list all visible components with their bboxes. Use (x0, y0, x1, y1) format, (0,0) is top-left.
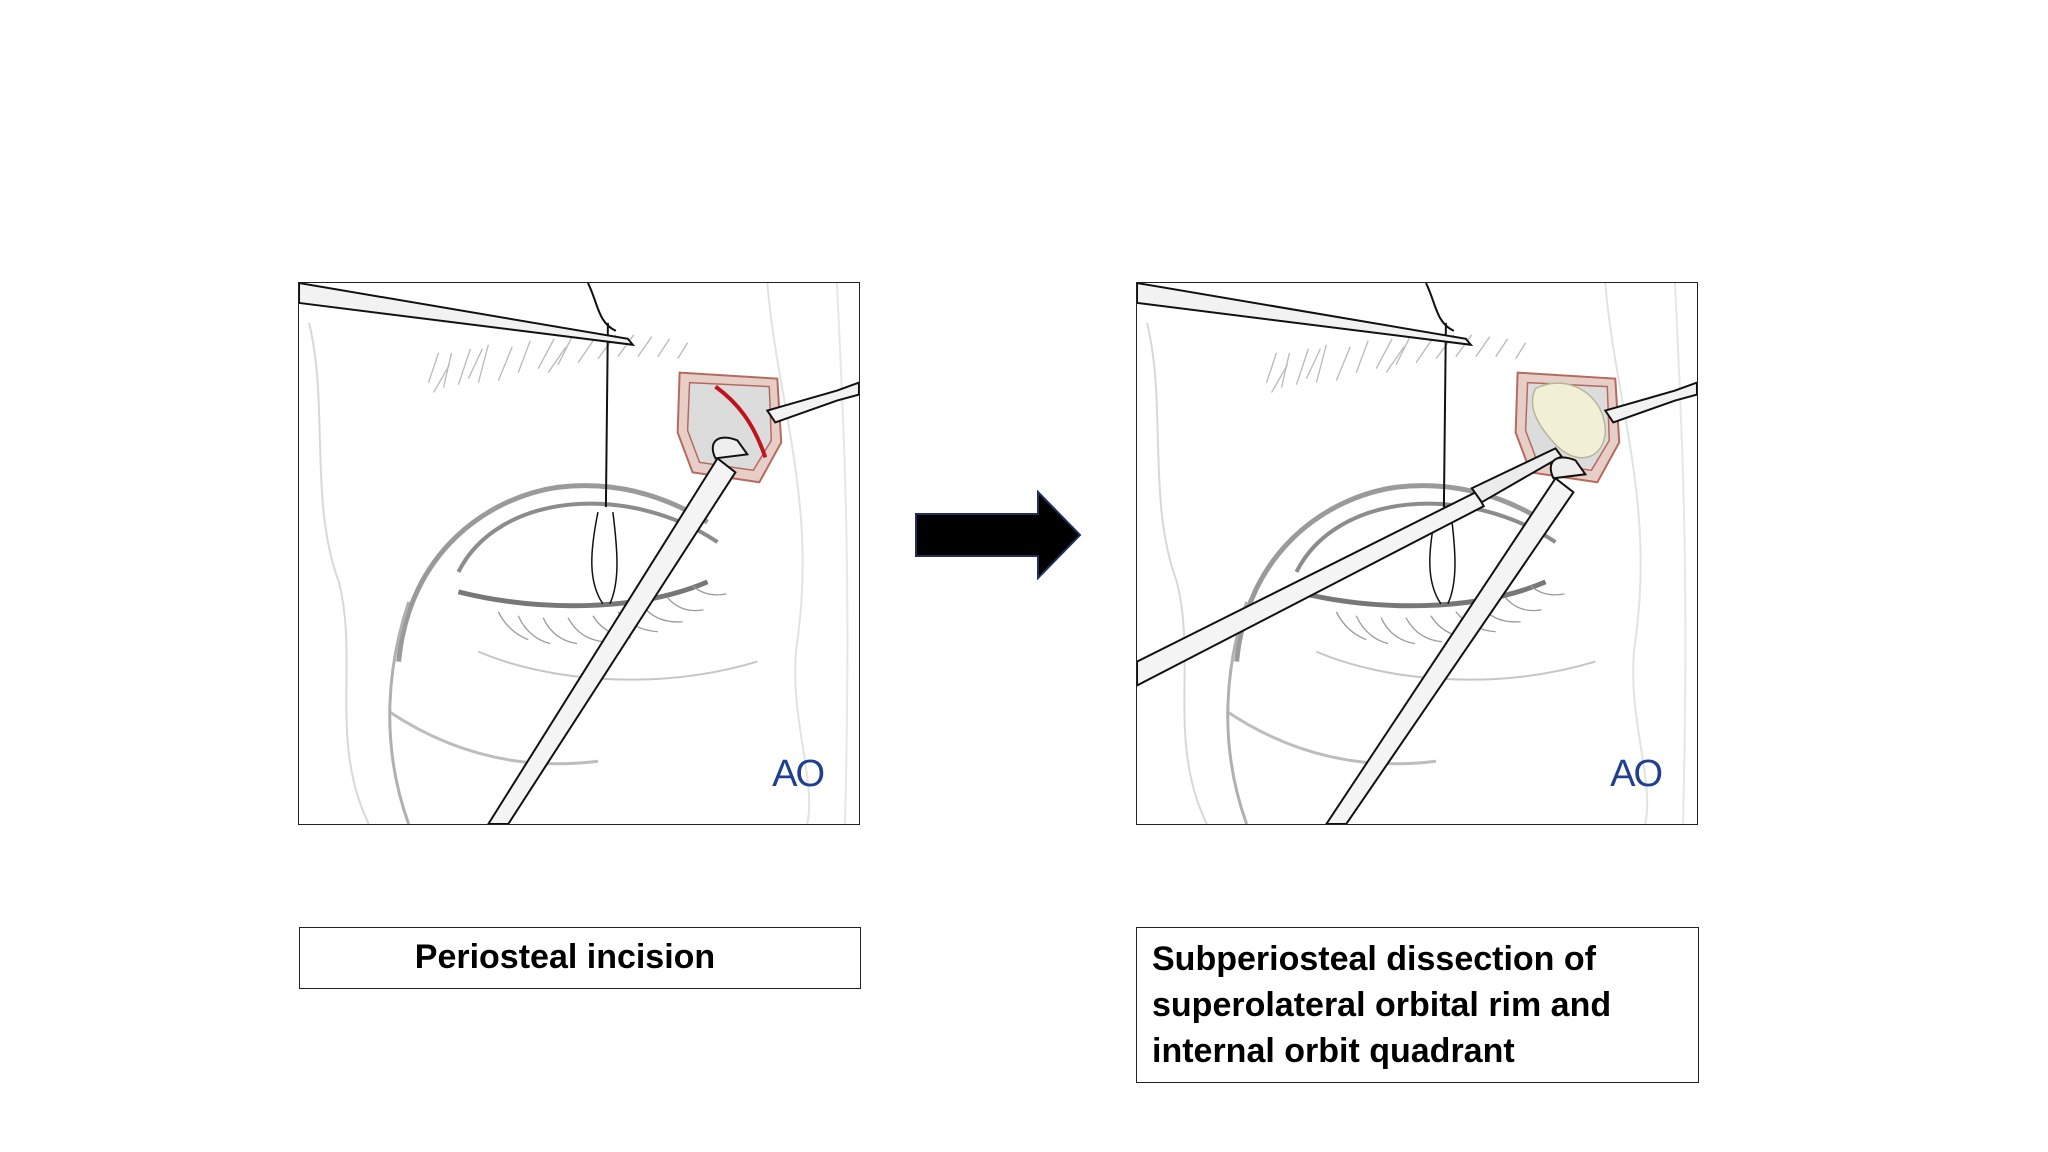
illustration-subperiosteal-dissection: AO (1136, 282, 1698, 825)
caption-periosteal-incision: Periosteal incision (299, 927, 861, 989)
ao-logo: AO (772, 753, 825, 795)
right-arrow-icon (915, 490, 1082, 580)
eye-surgery-drawing-right (1137, 283, 1697, 824)
incision-line (714, 385, 768, 459)
bone-surface (1531, 382, 1607, 459)
caption-line: Subperiosteal dissection of (1152, 940, 1596, 978)
eyebrow (1265, 334, 1527, 393)
illustration-periosteal-incision: AO (298, 282, 860, 825)
caption-line: superolateral orbital rim and (1152, 986, 1612, 1024)
eye-surgery-drawing-left (299, 283, 859, 824)
ao-logo: AO (1610, 753, 1663, 795)
caption-subperiosteal-dissection: Subperiosteal dissection of superolatera… (1136, 927, 1699, 1083)
caption-line: internal orbit quadrant (1152, 1032, 1515, 1070)
eyebrow (427, 334, 689, 393)
